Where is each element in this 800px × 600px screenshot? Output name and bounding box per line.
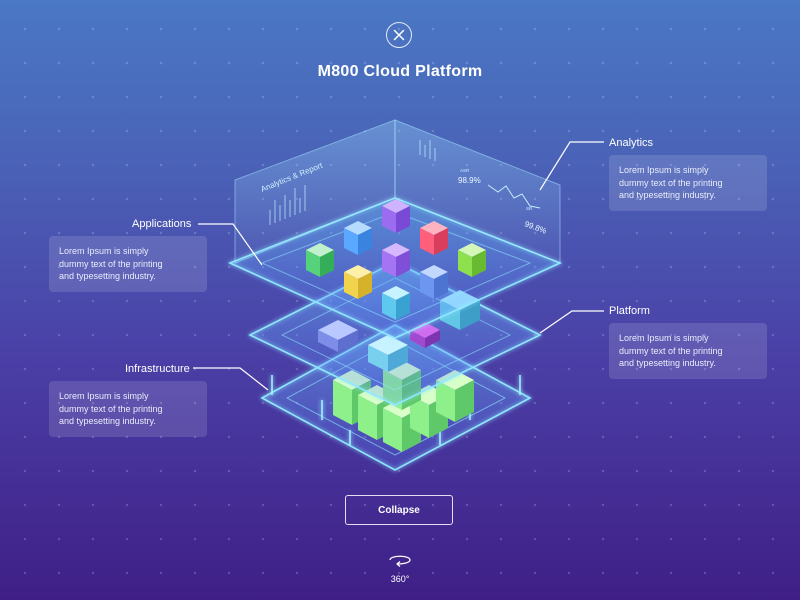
infrastructure-label: Infrastructure — [125, 363, 190, 375]
page-title: M800 Cloud Platform — [317, 63, 483, 80]
analytics-label: Analytics — [609, 137, 654, 149]
app-cube-blue — [344, 221, 372, 255]
app-cube-purple-center — [382, 243, 410, 277]
stat1-value: 98.9% — [458, 176, 481, 185]
collapse-button[interactable]: Collapse — [345, 495, 453, 525]
app-cube-yellow — [344, 265, 372, 299]
app-cube-red — [420, 221, 448, 255]
stat2-label: SR — [526, 206, 533, 211]
app-cubes — [306, 199, 486, 320]
analytics-callout: Lorem Ipsum is simply dummy text of the … — [609, 155, 767, 211]
app-cube-blue-right — [420, 265, 448, 299]
app-cube-green-left — [306, 243, 334, 277]
platform-callout: Lorem Ipsum is simply dummy text of the … — [609, 323, 767, 379]
app-cube-purple — [382, 199, 410, 233]
close-button[interactable] — [386, 22, 412, 48]
close-icon — [393, 29, 405, 41]
platform-label: Platform — [609, 305, 650, 317]
infrastructure-callout: Lorem Ipsum is simply dummy text of the … — [49, 381, 207, 437]
rotate-360-icon[interactable] — [386, 551, 414, 567]
applications-layer: Analytics & Report ASR 98.9% SR 99.8% — [227, 119, 563, 339]
applications-callout: Lorem Ipsum is simply dummy text of the … — [49, 236, 207, 292]
rotate-label: 360° — [390, 574, 410, 584]
applications-label: Applications — [132, 218, 192, 230]
app-cube-green-right — [458, 243, 486, 277]
stat1-label: ASR — [460, 168, 470, 173]
app-cube-cyan — [382, 286, 410, 320]
analytics-panel-right — [394, 119, 561, 264]
